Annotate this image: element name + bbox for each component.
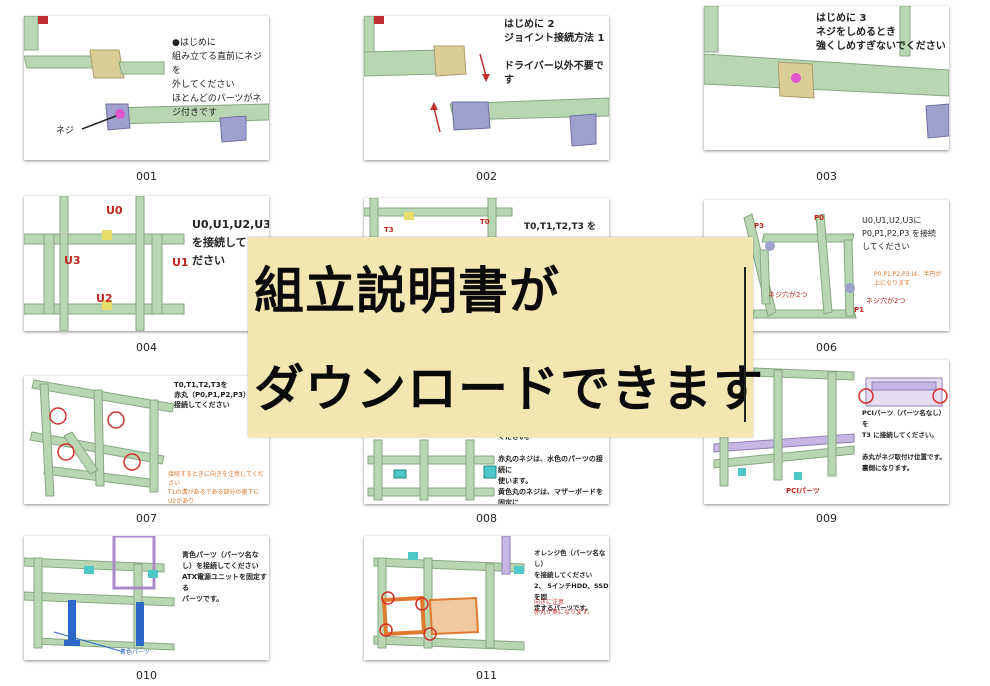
slide-thumbnail-003[interactable]: はじめに 3 ネジをしめるとき 強くしめすぎないでください	[704, 6, 949, 150]
slide-008-text: ください。 赤丸のネジは、水色のパーツの接続に 使います。 黄色丸のネジは、マザ…	[498, 433, 603, 504]
slide-005-text: T0,T1,T2,T3 を	[524, 222, 596, 232]
slide-caption-001: 001	[136, 170, 157, 183]
slide-005-label-t0: T0	[480, 218, 490, 226]
slide-caption-008: 008	[476, 512, 497, 525]
slide-007-illustration	[29, 379, 175, 497]
slide-007-text: T0,T1,T2,T3を 赤丸（P0,P1,P2,P3）に 接続してください	[174, 381, 257, 409]
slide-caption-011: 011	[476, 669, 497, 682]
slide-001-screw-label: ネジ	[56, 126, 75, 136]
slide-caption-006: 006	[816, 341, 837, 354]
slide-002-illustration	[364, 16, 609, 147]
slide-002-text: はじめに 2 ジョイント接続方法 1 ドライバー以外不要です	[504, 19, 605, 86]
slide-thumbnail-010[interactable]: 青色パーツ（パーツ名な し）を接続してください ATX電源ユニットを固定する パ…	[24, 536, 269, 660]
slide-010-blue-label: 青色パーツ	[120, 649, 150, 656]
slide-010-illustration	[24, 536, 175, 653]
slide-004-label-u1: U1	[172, 256, 189, 269]
slide-010-text: 青色パーツ（パーツ名な し）を接続してください ATX電源ユニットを固定する パ…	[182, 551, 268, 603]
text-caret	[744, 267, 746, 422]
slide-006-label-screw-a: ネジ穴が2つ	[768, 291, 808, 299]
slide-011-note: 向きに注意 赤丸が奥になります。	[534, 599, 594, 616]
banner-title-line1: 組立説明書が	[254, 262, 560, 320]
slide-004-label-u3: U3	[64, 254, 81, 267]
slide-004-label-u2: U2	[96, 292, 113, 305]
slide-001-illustration	[24, 16, 269, 143]
slide-006-label-p1: P1	[854, 306, 865, 314]
slide-caption-007: 007	[136, 512, 157, 525]
banner-title-line2: ダウンロードできます	[254, 360, 764, 418]
slide-caption-004: 004	[136, 341, 157, 354]
slide-009-text: PCIパーツ（パーツ名なし）を T3 に接続してください。 赤丸がネジ取付け位置…	[862, 409, 946, 472]
slide-005-label-t3: T3	[384, 226, 394, 234]
slide-thumbnail-011[interactable]: オレンジ色（パーツ名なし） を接続してください 2、 5インチHDD、SSDを固…	[364, 536, 609, 660]
slide-008-illustration	[367, 439, 497, 501]
slide-006-note: P0,P1,P2,P3 は、半円が 上になります	[874, 271, 942, 287]
download-banner[interactable]: 組立説明書が ダウンロードできます	[248, 237, 763, 437]
slide-003-illustration	[704, 6, 949, 139]
slide-006-text: U0,U1,U2,U3に P0,P1,P2,P3 を接続 してください	[862, 216, 936, 251]
slide-006-label-p3: P3	[754, 222, 765, 230]
slide-011-text: オレンジ色（パーツ名なし） を接続してください 2、 5インチHDD、SSDを固…	[534, 549, 609, 612]
slide-006-label-screw-b: ネジ穴が2つ	[866, 297, 906, 305]
slide-007-note: 接続するときに向きを注意してください T1の溝があるである部分の裏下に U2があ…	[168, 471, 264, 504]
slide-caption-003: 003	[816, 170, 837, 183]
slide-thumbnail-002[interactable]: はじめに 2 ジョイント接続方法 1 ドライバー以外不要です	[364, 16, 609, 160]
slide-001-text: ●はじめに 組み立てる直前にネジを 外してください ほとんどのパーツがネジ付きで…	[172, 38, 263, 118]
slide-thumbnail-001[interactable]: ●はじめに 組み立てる直前にネジを 外してください ほとんどのパーツがネジ付きで…	[24, 16, 269, 160]
slide-011-illustration	[373, 536, 525, 651]
slide-thumbnail-004[interactable]: U0 U1 U2 U3 U0,U1,U2,U3 を接続してく ださい	[24, 196, 269, 331]
slide-caption-009: 009	[816, 512, 837, 525]
slide-003-text: はじめに 3 ネジをしめるとき 強くしめすぎないでください	[816, 13, 946, 52]
slide-009-pci-label: PCIパーツ	[786, 487, 820, 495]
slide-004-illustration	[24, 196, 185, 331]
slide-004-label-u0: U0	[106, 204, 123, 217]
slide-caption-002: 002	[476, 170, 497, 183]
slide-caption-010: 010	[136, 669, 157, 682]
slide-thumbnail-007[interactable]: T0,T1,T2,T3を 赤丸（P0,P1,P2,P3）に 接続してください 接…	[24, 376, 269, 504]
slide-006-label-p0: P0	[814, 214, 825, 222]
slide-004-text: U0,U1,U2,U3 を接続してく ださい	[192, 218, 269, 267]
